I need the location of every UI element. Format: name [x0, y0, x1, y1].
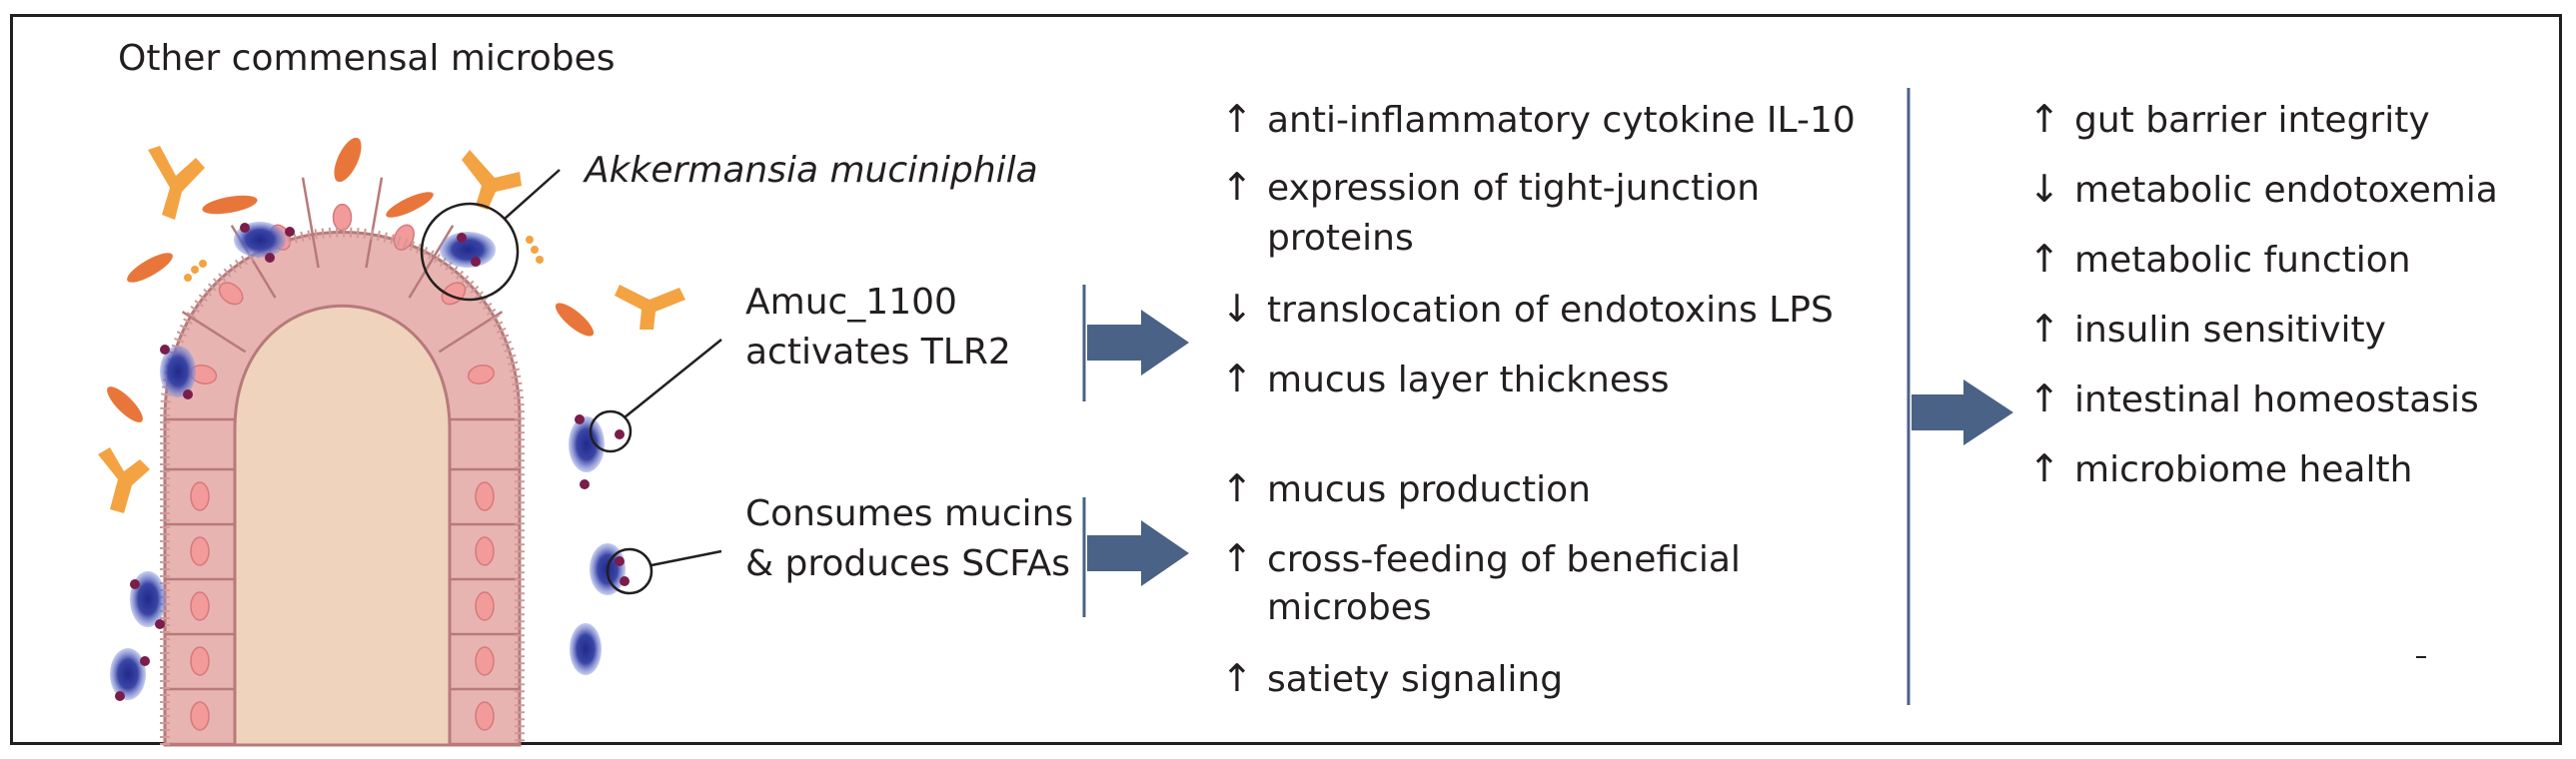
cell-nucleus	[475, 536, 495, 566]
effect-text: translocation of endotoxins LPS	[1267, 290, 1834, 331]
cell-boundary	[301, 177, 320, 269]
effect-text: mucus production	[1267, 469, 1591, 510]
mechanism-label-mucins: Consumes mucins & produces SCFAs	[745, 489, 1073, 589]
effect-continuation: proteins	[1267, 218, 1414, 259]
effect-text: anti-inflammatory cytokine IL-10	[1267, 100, 1856, 141]
outcome-item: ↑ metabolic function	[2028, 234, 2411, 286]
up-arrow-icon: ↑	[1221, 656, 1253, 700]
outcome-item: ↑ microbiome health	[2028, 443, 2412, 495]
outcome-item: ↑ insulin sensitivity	[2028, 304, 2386, 356]
effect-item: ↑ expression of tight-junction	[1221, 162, 1760, 214]
cell-nucleus	[467, 364, 496, 384]
figure-frame	[10, 14, 2562, 745]
villus-icon	[160, 177, 525, 747]
cell-nucleus	[190, 481, 210, 511]
outcome-item: ↑ intestinal homeostasis	[2028, 374, 2479, 425]
cell-nucleus	[475, 481, 495, 511]
outcome-text: insulin sensitivity	[2074, 310, 2386, 351]
cell-nucleus	[332, 203, 353, 232]
effect-continuation: microbes	[1267, 587, 1432, 628]
mechanism-line: Amuc_1100	[745, 282, 957, 323]
up-arrow-icon: ↑	[2028, 446, 2060, 490]
cell-boundary	[365, 177, 384, 269]
up-arrow-icon: ↑	[2028, 377, 2060, 420]
commensal-microbe-icon	[98, 137, 685, 513]
down-arrow-icon: ↓	[1221, 287, 1253, 331]
outcome-text: metabolic endotoxemia	[2074, 170, 2498, 211]
cell-nucleus	[190, 591, 210, 621]
mechanism-line: activates TLR2	[745, 332, 1011, 373]
cell-nucleus	[190, 701, 210, 731]
akkermansia-icon	[110, 222, 630, 701]
up-arrow-icon: ↑	[1221, 466, 1253, 510]
down-arrow-icon: ↓	[2028, 167, 2060, 211]
block-arrow-icon	[1087, 310, 2013, 586]
cell-boundary	[181, 311, 247, 354]
effect-text: mucus layer thickness	[1267, 360, 1670, 400]
cell-boundary	[408, 225, 455, 299]
effect-text: satiety signaling	[1267, 659, 1564, 700]
up-arrow-icon: ↑	[1221, 357, 1253, 400]
cell-nucleus	[475, 646, 495, 676]
diagram-title: Other commensal microbes	[118, 38, 616, 79]
up-arrow-icon: ↑	[2028, 237, 2060, 281]
outcome-item: ↓ metabolic endotoxemia	[2028, 164, 2498, 216]
up-arrow-icon: ↑	[1221, 165, 1253, 209]
up-arrow-icon: ↑	[1221, 97, 1253, 141]
effect-item: ↓ translocation of endotoxins LPS	[1221, 284, 1834, 336]
up-arrow-icon: ↑	[1221, 536, 1253, 580]
outcome-item: ↑ gut barrier integrity	[2028, 94, 2430, 146]
cell-boundary	[438, 311, 504, 354]
effect-item: ↑ satiety signaling	[1221, 653, 1563, 705]
up-arrow-icon: ↑	[2028, 97, 2060, 141]
outcome-text: metabolic function	[2074, 240, 2411, 281]
cell-nucleus	[475, 591, 495, 621]
effect-item: ↑ cross-feeding of beneficial	[1221, 533, 1741, 585]
cell-nucleus	[190, 536, 210, 566]
effect-text: expression of tight-junction	[1267, 168, 1761, 209]
outcome-text: intestinal homeostasis	[2074, 380, 2479, 420]
outcome-text: gut barrier integrity	[2074, 100, 2430, 141]
species-label: Akkermansia muciniphila	[585, 150, 1038, 191]
callout-lines	[420, 169, 722, 595]
mechanism-line: & produces SCFAs	[745, 543, 1070, 584]
up-arrow-icon: ↑	[2028, 307, 2060, 351]
effect-item: ↑ anti-inflammatory cytokine IL-10	[1221, 94, 1856, 146]
cell-nucleus	[190, 646, 210, 676]
mechanism-label-tlr2: Amuc_1100 activates TLR2	[745, 278, 1011, 378]
effect-item: ↑ mucus layer thickness	[1221, 354, 1670, 405]
effect-item: ↑ mucus production	[1221, 463, 1591, 515]
outcome-text: microbiome health	[2074, 449, 2413, 490]
cell-nucleus	[475, 701, 495, 731]
mechanism-line: Consumes mucins	[745, 493, 1074, 534]
effect-text: cross-feeding of beneficial	[1267, 539, 1741, 580]
